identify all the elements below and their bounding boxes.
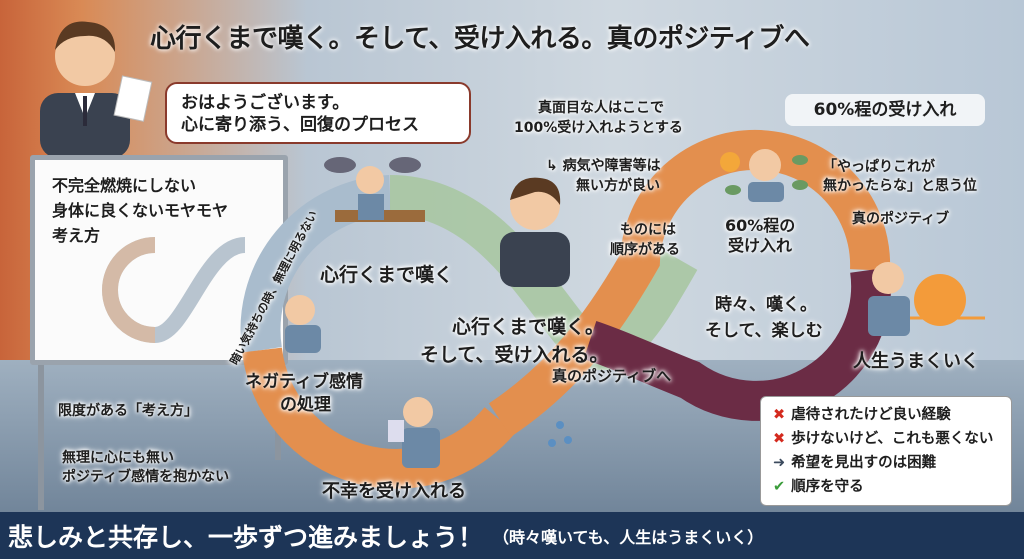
right-center-1: 時々、嘆く。 (715, 295, 817, 315)
quote-line-1: 「やっぱりこれが (823, 159, 935, 175)
label-accept-misfortune: 不幸を受け入れる (322, 481, 466, 502)
label-negative-2: の処理 (280, 395, 331, 415)
speech-bubble: おはようございます。 心に寄り添う、回復のプロセス (165, 82, 471, 144)
checklist-text: 希望を見出すのは困難 (791, 455, 937, 471)
label-sixty-2: 受け入れ (728, 236, 793, 255)
label-life-good: 人生うまくいく (853, 351, 979, 372)
checklist-item: ✖ 虐待されたけど良い経験 (773, 403, 999, 427)
happy-person-top (748, 149, 784, 202)
banner-sub: （時々嘆いても、人生はうまくいく） (493, 527, 764, 547)
arrow-icon: ➜ (773, 455, 786, 471)
cross-icon: ✖ (773, 407, 786, 423)
cross-icon: ✖ (773, 431, 786, 447)
note-serious-1: 真面目な人はここで (538, 100, 664, 116)
note-no-force-2: ポジティブ感情を抱かない (62, 469, 230, 485)
raindrop-icons (548, 421, 572, 447)
note-limit: 限度がある「考え方」 (58, 403, 198, 419)
banner-main: 悲しみと共存し、一歩ずつ進みましょう！ (8, 522, 484, 552)
center-line-1: 心行くまで嘆く。 (452, 316, 605, 338)
happy-person-right (868, 262, 910, 336)
whiteboard-infinity-icon (102, 237, 247, 344)
sun-icon (900, 274, 985, 326)
whiteboard-line-3: 考え方 (52, 226, 101, 245)
label-sixty-1: 60%程の (725, 216, 796, 235)
whiteboard-line-1: 不完全燃焼にしない (52, 176, 197, 195)
checklist-box: ✖ 虐待されたけど良い経験 ✖ 歩けないけど、これも悪くない ➜ 希望を見出すのは困難… (760, 396, 1012, 506)
note-serious-2: 100%受け入れようとする (514, 120, 683, 136)
bubble-line-2: 心に寄り添う、回復のプロセス (181, 115, 419, 135)
person-with-photo (388, 397, 440, 468)
checklist-text: 虐待されたけど良い経験 (791, 407, 951, 423)
sixty-percent-box: 60%程の受け入れ (785, 94, 985, 126)
note-illness-1: 病気や障害等は (562, 158, 661, 174)
loop-segment-orange-right (488, 129, 891, 437)
check-icon: ✔ (773, 479, 786, 495)
note-illness: ↳ 病気や障害等は (546, 155, 661, 175)
checklist-item: ➜ 希望を見出すのは困難 (773, 451, 999, 475)
center-line-3: 真のポジティブへ (552, 367, 672, 385)
bottom-banner: 悲しみと共存し、一歩ずつ進みましょう！ （時々嘆いても、人生はうまくいく） (0, 512, 1024, 559)
note-order-1: ものには (620, 222, 676, 238)
bubble-line-1: おはようございます。 (181, 93, 350, 113)
center-line-2: そして、受け入れる。 (420, 344, 609, 366)
whiteboard-leg (38, 360, 44, 510)
note-order-2: 順序がある (610, 242, 680, 258)
infinity-loop-diagram (240, 129, 985, 489)
right-center-2: そして、楽しむ (705, 321, 823, 341)
label-grieve: 心行くまで嘆く (320, 264, 454, 286)
whiteboard-line-2: 身体に良くないモヤモヤ (52, 201, 229, 220)
leaf-icons (725, 155, 808, 195)
small-sun-icon (720, 152, 740, 172)
label-negative-1: ネガティブ感情 (245, 372, 363, 392)
loop-segment-orange-left (242, 347, 516, 489)
checklist-item: ✖ 歩けないけど、これも悪くない (773, 427, 999, 451)
label-true-positive: 真のポジティブ (852, 211, 950, 227)
note-no-force-1: 無理に心にも無い (62, 450, 174, 466)
note-illness-2: 無い方が良い (576, 178, 660, 194)
sad-person-on-bench (324, 157, 425, 222)
checklist-text: 歩けないけど、これも悪くない (791, 431, 994, 447)
crying-person (285, 295, 321, 353)
checklist-text: 順序を守る (791, 479, 864, 495)
presenter-pointing (500, 177, 570, 287)
arrow-icon: ↳ (546, 158, 563, 174)
checklist-item: ✔ 順序を守る (773, 475, 999, 499)
quote-line-2: 無かったらな」と思う位 (823, 178, 977, 194)
page-title: 心行くまで嘆く。そして、受け入れる。真のポジティブへ (150, 24, 810, 54)
presenter-illustration (40, 21, 153, 158)
